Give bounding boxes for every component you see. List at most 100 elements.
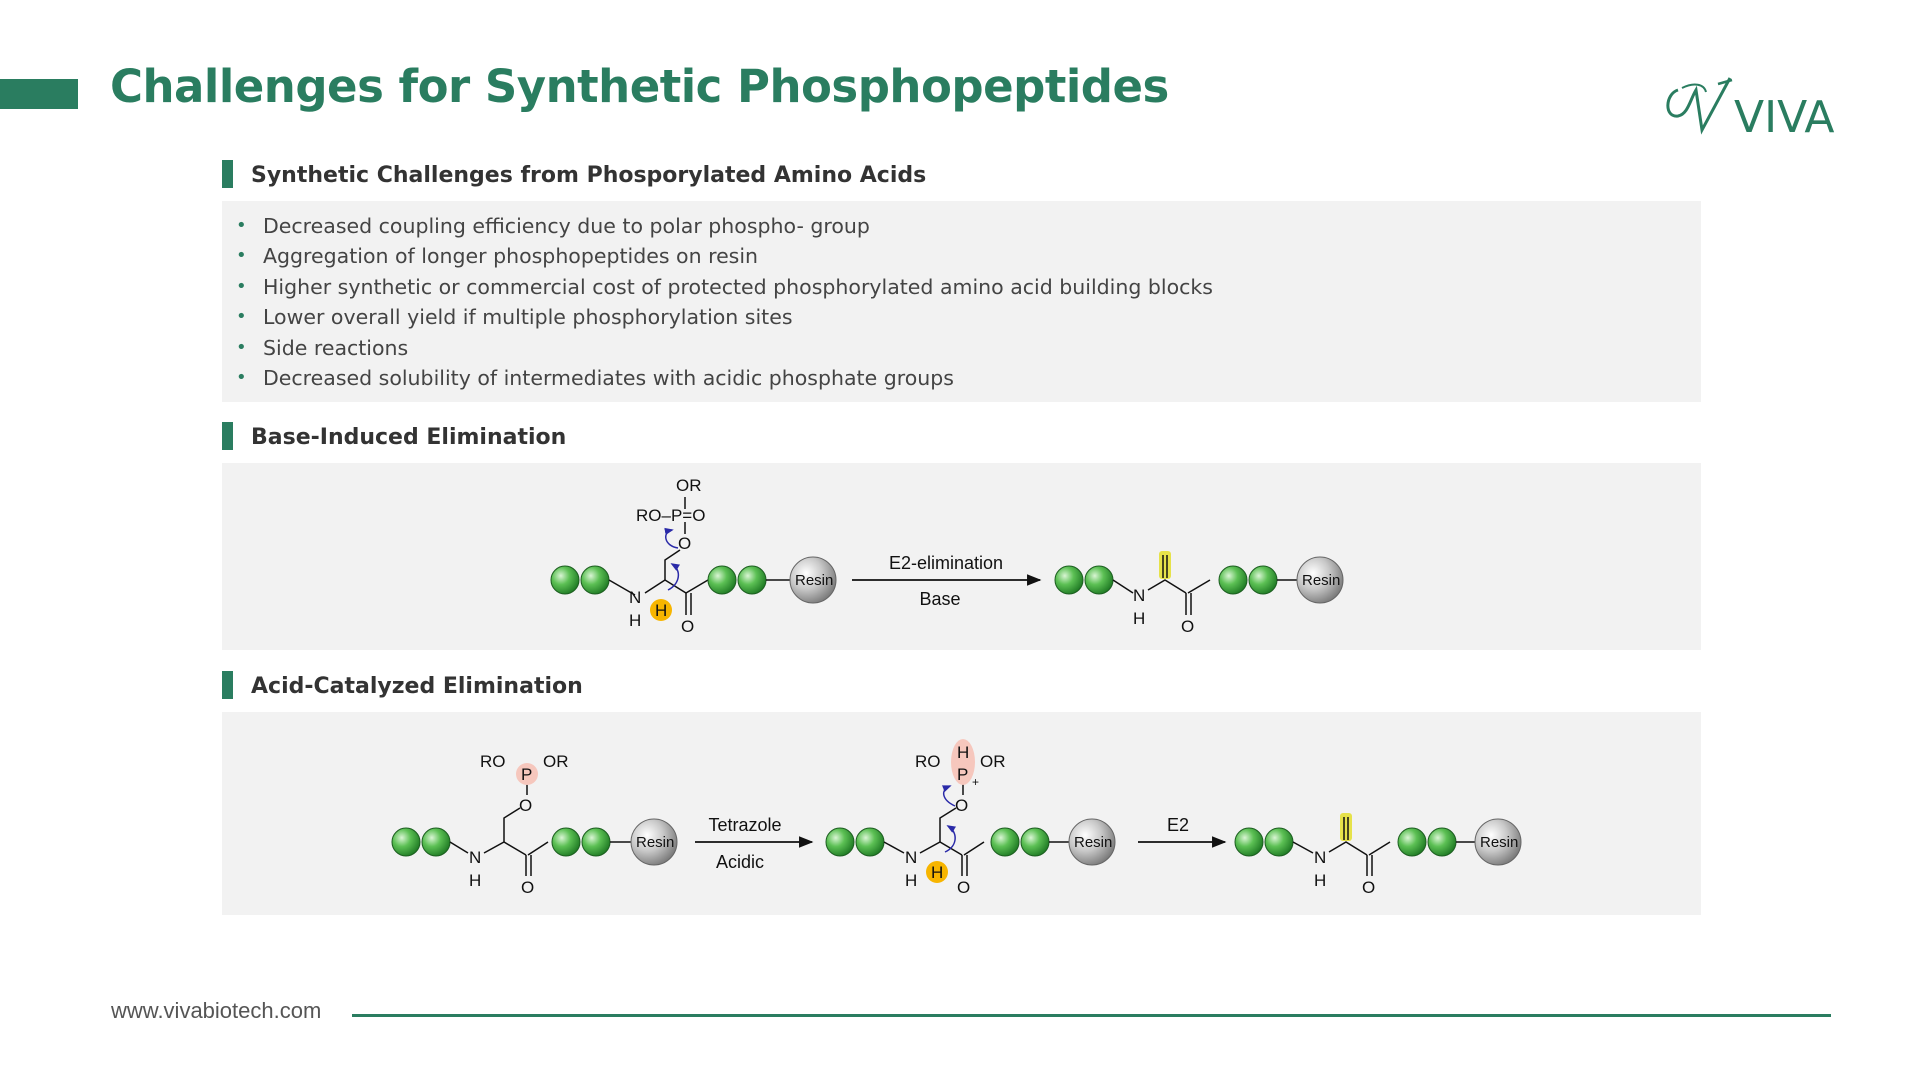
bead: [421, 827, 451, 857]
reagent-acidic: Acidic: [716, 852, 764, 872]
atom-p: P: [957, 765, 968, 784]
atom-o: O: [1181, 617, 1194, 636]
bead: [581, 827, 611, 857]
reagent-e2: E2: [1167, 815, 1189, 835]
charge-plus: +: [972, 775, 979, 789]
base-elimination-panel: [222, 463, 1701, 650]
list-item: Decreased coupling efficiency due to pol…: [222, 211, 1701, 242]
resin-bead: [630, 818, 678, 866]
bead: [737, 565, 767, 595]
bead: [990, 827, 1020, 857]
page-title: Challenges for Synthetic Phosphopeptides: [110, 60, 1169, 113]
challenges-list: Decreased coupling efficiency due to pol…: [222, 201, 1701, 394]
resin-bead: [789, 556, 837, 604]
alkene-highlight: [1159, 551, 1171, 579]
atom-or: OR: [676, 476, 702, 495]
reagent-base: Base: [919, 589, 960, 609]
acid-reactant-molecule: N H O O P RO OR Resin: [391, 752, 678, 897]
section-marker: [222, 422, 233, 450]
bead: [1218, 565, 1248, 595]
bead: [1264, 827, 1294, 857]
atom-or: OR: [980, 752, 1006, 771]
atom-or: OR: [543, 752, 569, 771]
atom-h-alpha: H: [655, 601, 667, 620]
bead: [1397, 827, 1427, 857]
base-reaction-arrow: E2-elimination Base: [852, 553, 1042, 609]
atom-h: H: [1314, 871, 1326, 890]
atom-o: O: [1362, 878, 1375, 897]
bead: [391, 827, 421, 857]
bead: [855, 827, 885, 857]
footer-website-link[interactable]: www.vivabiotech.com: [111, 998, 322, 1023]
bead: [1020, 827, 1050, 857]
atom-ro: RO: [480, 752, 506, 771]
bead: [1234, 827, 1264, 857]
bead: [550, 565, 580, 595]
atom-n: N: [905, 848, 917, 867]
bead: [580, 565, 610, 595]
resin-label: Resin: [636, 834, 674, 851]
resin-label: Resin: [1074, 834, 1112, 851]
p-highlight: [516, 763, 538, 785]
viva-logo: VIVA: [1666, 77, 1834, 142]
reagent-e2-elimination: E2-elimination: [889, 553, 1003, 573]
challenges-panel: Decreased coupling efficiency due to pol…: [222, 201, 1701, 402]
footer-divider: [352, 1014, 1831, 1017]
bead: [825, 827, 855, 857]
atom-o-ester: O: [955, 796, 968, 815]
atom-n: N: [1133, 586, 1145, 605]
list-item: Lower overall yield if multiple phosphor…: [222, 302, 1701, 333]
acid-reaction-arrow-2: E2: [1138, 815, 1227, 848]
atom-o-ester: O: [678, 534, 691, 553]
atom-h: H: [629, 611, 641, 630]
atom-n: N: [629, 588, 641, 607]
bead: [707, 565, 737, 595]
h-highlight: [926, 861, 948, 883]
bead: [1084, 565, 1114, 595]
atom-o: O: [521, 878, 534, 897]
bead: [1427, 827, 1457, 857]
acid-intermediate-molecule: N H H O O H P + RO OR Resin: [825, 739, 1116, 897]
title-accent-bar: [0, 79, 78, 109]
section-marker: [222, 671, 233, 699]
list-item: Decreased solubility of intermediates wi…: [222, 363, 1701, 394]
atom-h-alpha: H: [931, 863, 943, 882]
bead: [551, 827, 581, 857]
reagent-tetrazole: Tetrazole: [708, 815, 781, 835]
section-heading-challenges: Synthetic Challenges from Phosporylated …: [222, 160, 926, 191]
base-product-molecule: N H O Resin: [1054, 551, 1344, 636]
atom-h: H: [469, 871, 481, 890]
resin-bead: [1474, 818, 1522, 866]
base-reactant-molecule: N H H O O RO–P=O OR Resin: [550, 476, 837, 636]
bead: [1248, 565, 1278, 595]
section-marker: [222, 160, 233, 188]
atom-h: H: [905, 871, 917, 890]
section-heading-acid: Acid-Catalyzed Elimination: [222, 671, 583, 702]
p-highlight: [951, 739, 975, 785]
atom-h-proton: H: [957, 743, 969, 762]
alkene-highlight: [1340, 813, 1352, 841]
resin-label: Resin: [1302, 572, 1340, 589]
list-item: Side reactions: [222, 333, 1701, 364]
logo-wordmark: VIVA: [1734, 92, 1834, 142]
atom-o-ester: O: [519, 796, 532, 815]
atom-h: H: [1133, 609, 1145, 628]
section-heading-base: Base-Induced Elimination: [222, 422, 566, 453]
atom-n: N: [1314, 848, 1326, 867]
bead: [1054, 565, 1084, 595]
resin-label: Resin: [1480, 834, 1518, 851]
atom-p: P: [521, 765, 532, 784]
h-highlight: [650, 599, 672, 621]
resin-bead: [1068, 818, 1116, 866]
phosphate-group: RO–P=O: [636, 506, 705, 525]
resin-bead: [1296, 556, 1344, 604]
acid-product-molecule: N H O Resin: [1234, 813, 1522, 897]
atom-n: N: [469, 848, 481, 867]
atom-ro: RO: [915, 752, 941, 771]
list-item: Aggregation of longer phosphopeptides on…: [222, 241, 1701, 272]
atom-o: O: [681, 617, 694, 636]
resin-label: Resin: [795, 572, 833, 589]
atom-o: O: [957, 878, 970, 897]
acid-reaction-arrow-1: Tetrazole Acidic: [695, 815, 814, 872]
